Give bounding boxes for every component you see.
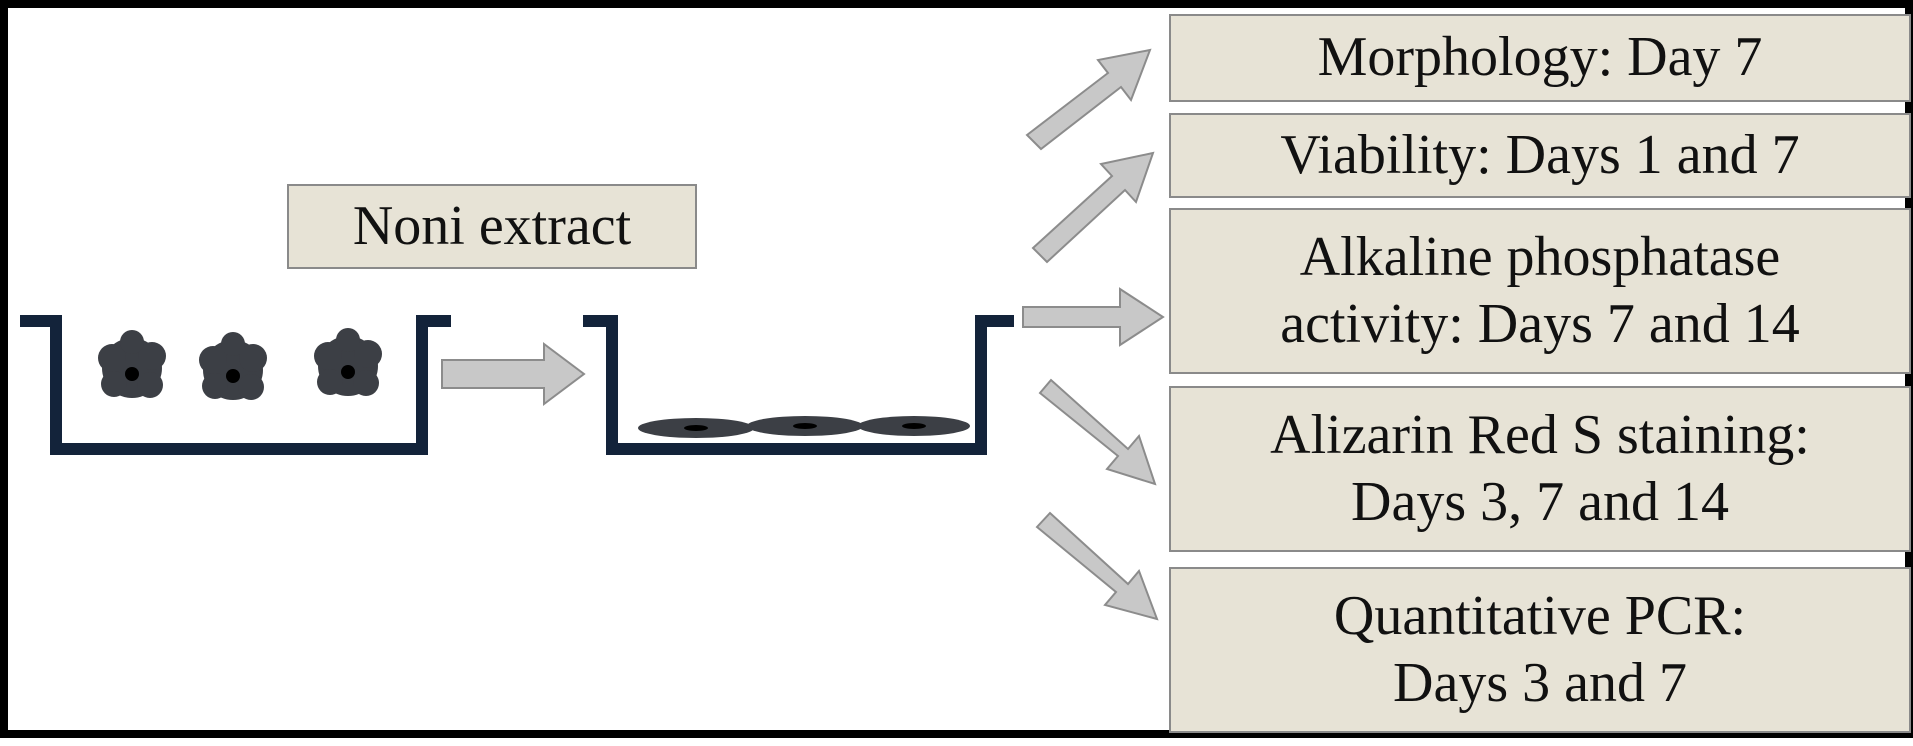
diagram-artwork <box>20 48 1165 621</box>
noni-extract-text: Noni extract <box>352 194 632 257</box>
noni-extract-label: Noni extract <box>287 184 697 269</box>
spheroid-cell <box>98 330 166 398</box>
spheroid-cell <box>199 332 267 400</box>
arrow-down-right-icon <box>1035 511 1159 621</box>
arrow-up-right-icon <box>1025 48 1152 151</box>
arrow-right-icon <box>1022 287 1165 347</box>
arrow-up-right-icon <box>1031 151 1155 264</box>
assay-box-alkaline-phosphatase: Alkaline phosphatase activity: Days 7 an… <box>1169 208 1911 374</box>
assay-box-morphology: Morphology: Day 7 <box>1169 14 1911 102</box>
spheroid-cell <box>314 328 382 396</box>
assay-line: Quantitative PCR: <box>1333 584 1747 647</box>
assay-line: Days 3, 7 and 14 <box>1351 471 1729 533</box>
assay-line: Alizarin Red S staining: <box>1270 403 1810 466</box>
assay-line: Alkaline phosphatase <box>1299 225 1781 288</box>
flattened-cell <box>747 416 863 436</box>
assay-line: Days 3 and 7 <box>1393 652 1687 714</box>
culture-dish-right <box>583 315 1014 455</box>
assay-box-alizarin-red: Alizarin Red S staining: Days 3, 7 and 1… <box>1169 386 1911 552</box>
assay-line: activity: Days 7 and 14 <box>1280 293 1800 355</box>
assay-line: Morphology: Day 7 <box>1317 26 1763 89</box>
culture-dish-left <box>20 315 451 455</box>
assay-box-viability: Viability: Days 1 and 7 <box>1169 113 1911 198</box>
assay-line: Viability: Days 1 and 7 <box>1280 123 1800 186</box>
assay-box-quantitative-pcr: Quantitative PCR: Days 3 and 7 <box>1169 567 1911 733</box>
arrow-down-right-icon <box>1038 378 1157 486</box>
flattened-cell <box>858 416 970 436</box>
flattened-cell <box>638 418 754 438</box>
arrow-right-icon <box>441 342 586 406</box>
